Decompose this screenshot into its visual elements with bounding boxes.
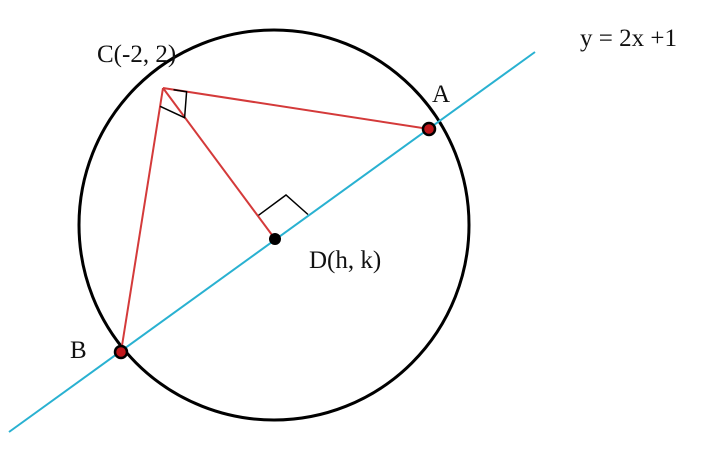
point-b-label: B [70, 337, 87, 364]
point-a [421, 121, 437, 137]
point-a-label: A [432, 81, 450, 108]
segment-ca [162, 87, 430, 130]
point-d-label: D(h, k) [309, 247, 381, 274]
segment-cb [120, 87, 164, 353]
segment-cd [162, 87, 276, 240]
line-equation-label: y = 2x +1 [580, 25, 677, 52]
circle [77, 28, 471, 422]
right-angle-marker-c [159, 88, 188, 119]
point-d [269, 233, 281, 245]
point-c-label: C(-2, 2) [97, 41, 176, 68]
point-b [113, 344, 129, 360]
right-angle-marker-d [258, 194, 309, 216]
